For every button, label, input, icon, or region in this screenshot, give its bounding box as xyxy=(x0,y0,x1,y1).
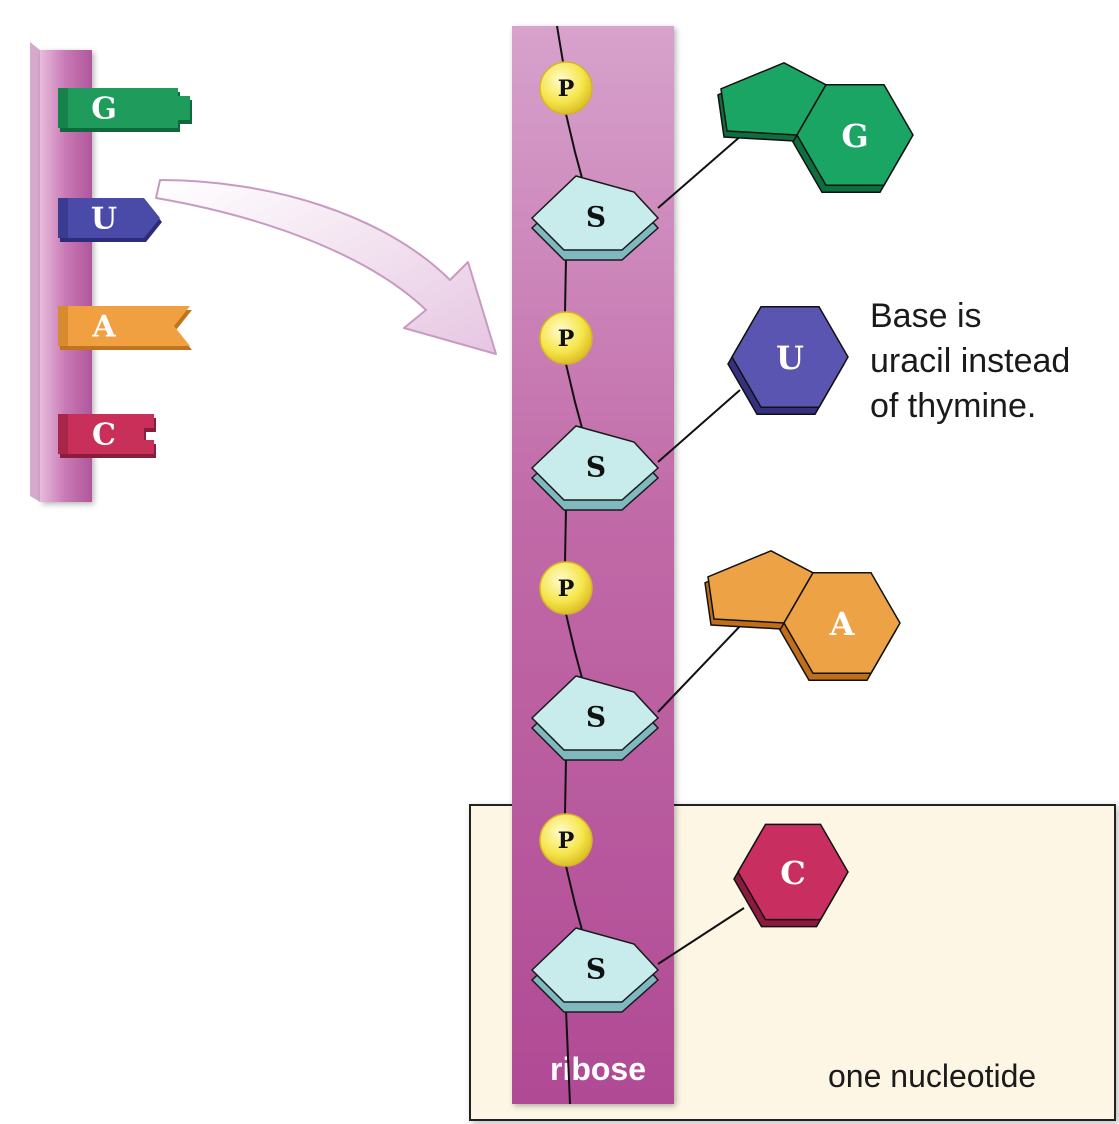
key-tags: G U A C xyxy=(58,88,192,458)
uracil-note-line-2: uracil instead xyxy=(870,342,1070,380)
base-links xyxy=(657,127,751,965)
sugar-1: S xyxy=(530,175,660,261)
phosphate-1: P xyxy=(539,61,593,115)
nitrogenous-bases: G U A C xyxy=(704,61,914,928)
curved-arrow xyxy=(155,179,497,355)
uracil-note-line-3: of thymine. xyxy=(870,387,1036,425)
key-tag-letter: U xyxy=(91,202,117,237)
base-letter: U xyxy=(776,339,804,377)
ribose-label: ribose xyxy=(550,1051,646,1087)
key-tag-letter: A xyxy=(91,310,116,345)
base-c: C xyxy=(733,823,849,928)
base-link-2 xyxy=(657,389,741,463)
sugar-4: S xyxy=(530,927,660,1013)
phosphate-4: P xyxy=(539,813,593,867)
phosphate-label: P xyxy=(558,828,575,854)
uracil-note: Base is uracil instead of thymine. xyxy=(870,297,1070,425)
key-tag-c: C xyxy=(58,414,156,458)
phosphate-3: P xyxy=(539,561,593,615)
phosphate-label: P xyxy=(558,76,575,102)
key-tag-u: U xyxy=(58,198,162,242)
phosphate-label: P xyxy=(558,326,575,352)
key-tag-a: A xyxy=(58,306,192,350)
base-letter: G xyxy=(841,117,868,155)
key-tag-letter: G xyxy=(91,92,117,127)
sugar-label: S xyxy=(586,953,606,986)
phosphate-sugar-chain: S P S P S P S P xyxy=(530,25,660,1105)
base-letter: A xyxy=(829,605,856,643)
key-tag-g: G xyxy=(58,88,192,132)
base-letter: C xyxy=(780,854,805,892)
sugar-2: S xyxy=(530,425,660,511)
sugar-label: S xyxy=(586,451,606,484)
base-a: A xyxy=(704,549,901,681)
base-link-4 xyxy=(657,907,745,965)
sugar-label: S xyxy=(586,701,606,734)
key-tag-letter: C xyxy=(92,418,116,453)
base-link-1 xyxy=(657,127,751,209)
phosphate-2: P xyxy=(539,311,593,365)
sugar-label: S xyxy=(586,201,606,234)
base-u: U xyxy=(727,306,849,415)
sugar-3: S xyxy=(530,675,660,761)
base-link-3 xyxy=(657,623,743,713)
uracil-note-line-1: Base is xyxy=(870,297,982,335)
phosphate-label: P xyxy=(558,576,575,602)
nucleotide-label: one nucleotide xyxy=(828,1058,1036,1094)
base-g: G xyxy=(717,61,914,193)
